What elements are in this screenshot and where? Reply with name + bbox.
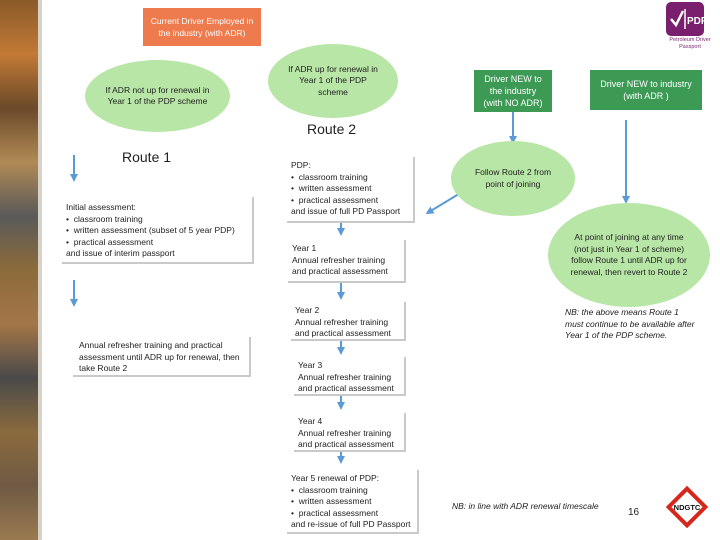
pdp-item: practical assessment <box>291 195 409 207</box>
route2-year1: Year 1 Annual refresher training and pra… <box>288 240 406 283</box>
current-driver-box: Current Driver Employed in the industry … <box>143 8 261 46</box>
pdp-item: classroom training <box>291 172 409 184</box>
pdp-logo: PDP <box>666 2 708 36</box>
box-new-driver-adr: Driver NEW to industry (with ADR ) <box>590 70 702 110</box>
pdp-logo-caption: Petroleum Driver Passport <box>669 37 711 50</box>
note-route1-availability: NB: the above means Route 1 must continu… <box>565 307 695 340</box>
box-new-driver-no-adr: Driver NEW to the industry (with NO ADR) <box>474 70 552 112</box>
pdp-footer: and issue of full PD Passport <box>291 206 401 216</box>
year5-list: classroom training written assessment pr… <box>291 485 413 520</box>
oval-point-of-joining-label: At point of joining at any time (not jus… <box>570 232 688 277</box>
route2-year3: Year 3 Annual refresher training and pra… <box>294 357 406 396</box>
current-driver-label: Current Driver Employed in the industry … <box>150 16 254 38</box>
page-number: 16 <box>628 507 640 518</box>
ndgtc-logo: NDGTC <box>665 485 709 529</box>
pdp-logo-mark: PDP <box>670 9 708 29</box>
year2-title: Year 2 <box>295 305 320 315</box>
year1-title: Year 1 <box>292 243 317 253</box>
oval-adr-up-label: If ADR up for renewal in Year 1 of the P… <box>288 63 378 97</box>
route1-initial-assessment: Initial assessment: classroom training w… <box>62 197 254 264</box>
year5-item: written assessment <box>291 496 413 508</box>
route2-title: Route 2 <box>307 121 357 137</box>
oval-adr-not-up: If ADR not up for renewal in Year 1 of t… <box>85 60 230 132</box>
year3-title: Year 3 <box>298 360 323 370</box>
initial-assessment-heading: Initial assessment: <box>66 202 136 212</box>
initial-assessment-footer: and issue of interim passport <box>66 248 175 258</box>
oval-adr-not-up-label: If ADR not up for renewal in Year 1 of t… <box>105 84 210 107</box>
pdp-heading: PDP: <box>291 160 311 170</box>
year5-item: practical assessment <box>291 508 413 520</box>
side-photo-strip <box>0 0 38 540</box>
year5-footer: and re-issue of full PD Passport <box>291 519 411 529</box>
pdp-item: written assessment <box>291 183 409 195</box>
route1-refresher: Annual refresher training and practical … <box>73 337 251 377</box>
oval-follow-route2: Follow Route 2 from point of joining <box>451 141 575 216</box>
year2-text: Annual refresher training and practical … <box>295 316 391 339</box>
initial-item: classroom training <box>66 214 248 226</box>
side-strip-shadow <box>38 0 42 540</box>
ndgtc-logo-text: NDGTC <box>674 503 701 512</box>
route2-year4: Year 4 Annual refresher training and pra… <box>294 413 406 452</box>
oval-point-of-joining: At point of joining at any time (not jus… <box>548 203 710 307</box>
year1-text: Annual refresher training and practical … <box>292 254 388 277</box>
route2-year2: Year 2 Annual refresher training and pra… <box>291 302 406 341</box>
initial-assessment-list: classroom training written assessment (s… <box>66 214 248 249</box>
year5-heading: Year 5 renewal of PDP: <box>291 473 380 483</box>
box-new-driver-no-adr-label: Driver NEW to the industry (with NO ADR) <box>483 74 543 108</box>
oval-adr-up: If ADR up for renewal in Year 1 of the P… <box>268 44 398 118</box>
pdp-logo-text: PDP <box>687 16 704 27</box>
oval-follow-route2-label: Follow Route 2 from point of joining <box>474 167 552 189</box>
initial-item: practical assessment <box>66 237 248 249</box>
year5-item: classroom training <box>291 485 413 497</box>
route1-refresher-text: Annual refresher training and practical … <box>79 340 240 373</box>
route1-title: Route 1 <box>122 149 172 165</box>
year3-text: Annual refresher training and practical … <box>298 371 394 394</box>
initial-item: written assessment (subset of 5 year PDP… <box>66 225 248 237</box>
pdp-list: classroom training written assessment pr… <box>291 172 409 207</box>
year4-text: Annual refresher training and practical … <box>298 427 394 450</box>
year4-title: Year 4 <box>298 416 323 426</box>
route2-year5: Year 5 renewal of PDP: classroom trainin… <box>287 470 419 534</box>
route2-pdp: PDP: classroom training written assessme… <box>287 157 415 223</box>
box-new-driver-adr-label: Driver NEW to industry (with ADR ) <box>600 79 692 101</box>
note-adr-renewal: NB: in line with ADR renewal timescale <box>452 501 599 511</box>
